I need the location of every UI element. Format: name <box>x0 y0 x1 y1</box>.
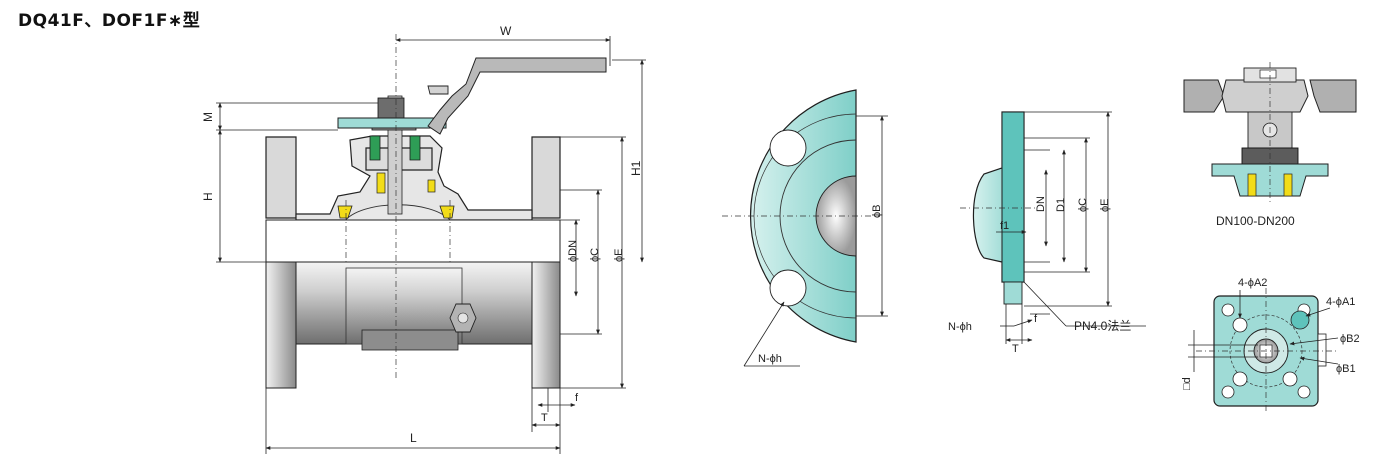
flange-section-holes-label: N-ϕh <box>948 321 972 333</box>
top-detail-caption: DN100-DN200 <box>1216 214 1295 228</box>
pad-a1-label: 4-ϕA1 <box>1326 296 1355 308</box>
stem-nut <box>377 97 405 121</box>
pad-hole-br <box>1297 385 1311 399</box>
flange-section-face <box>1001 111 1025 283</box>
handle-arm <box>427 57 607 135</box>
flange-f1-label: f1 <box>1000 220 1009 232</box>
green-seal <box>369 135 421 161</box>
flange-e-label: ϕE <box>1099 199 1111 213</box>
flange-section-view: DN D1 ϕC ϕE f1 N-ϕh T f PN4.0法兰 <box>948 111 1146 355</box>
handle-plate <box>337 117 447 129</box>
body-section-upper <box>295 135 533 221</box>
dim-t-label: T <box>541 412 548 424</box>
stem-packing-left <box>376 172 386 194</box>
diagram-title: DQ41F、DOF1F∗型 <box>18 11 201 31</box>
left-flange-exterior <box>265 261 297 389</box>
flange-t-label: T <box>1012 343 1019 355</box>
flange-bolt-hole-bottom <box>769 269 807 307</box>
pad-b1-label: ϕB1 <box>1336 363 1356 375</box>
dim-m-label: M <box>201 112 215 122</box>
flange-raised-face <box>779 139 857 293</box>
dim-h-label: H <box>201 192 215 201</box>
mounting-pad-view: 4-ϕA2 4-ϕA1 ϕB2 ϕB1 □d <box>1181 277 1360 414</box>
dim-b-label: ϕB <box>871 205 883 219</box>
flange-c-label: ϕC <box>1077 198 1089 212</box>
dim-h1-label: H1 <box>629 160 643 176</box>
flange-bolt-hole-top <box>769 129 807 167</box>
main-valve-view: W M H H1 ϕDN ϕC ϕE f T L <box>201 24 646 454</box>
left-flange-section <box>265 136 297 219</box>
dim-dn-label: ϕDN <box>567 240 579 262</box>
flange-f-label: f <box>1034 313 1038 325</box>
a1-leader <box>1305 307 1331 317</box>
pad-a2-label: 4-ϕA2 <box>1238 277 1267 289</box>
flange-section-lip <box>1003 281 1023 305</box>
holes2-leader <box>1013 319 1033 327</box>
flange-half-view: ϕB N-ϕh <box>722 89 888 367</box>
seat-left <box>337 205 353 219</box>
pad-hole-bl <box>1221 385 1235 399</box>
dim-f-label: f <box>575 392 579 404</box>
handle-mid <box>1221 79 1309 113</box>
right-flange-exterior <box>531 261 561 389</box>
flange-d1-label: D1 <box>1055 198 1067 212</box>
bolt-head <box>457 312 469 324</box>
pad-hole-a2-1 <box>1232 317 1248 333</box>
stem-packing-right <box>427 179 436 193</box>
dim-w-label: W <box>500 24 512 38</box>
right-flange-section <box>531 136 561 219</box>
top-detail-view: DN100-DN200 <box>1183 62 1357 228</box>
top-packing-left <box>1247 173 1257 197</box>
flange-bolt-circle <box>753 113 857 319</box>
seat-right <box>439 205 455 219</box>
handle-stop <box>427 85 449 95</box>
pad-bolt-tr <box>1290 310 1310 330</box>
flange-pn-label: PN4.0法兰 <box>1074 319 1131 333</box>
flange-holes-label: N-ϕh <box>758 353 782 365</box>
b2-leader <box>1289 337 1339 346</box>
pad-d-label: □d <box>1181 377 1193 390</box>
pad-b2-label: ϕB2 <box>1340 333 1360 345</box>
bore-band <box>265 219 561 263</box>
top-cap-slot <box>1259 69 1277 79</box>
holes-leader <box>743 301 785 367</box>
flange-dn-label: DN <box>1035 196 1047 212</box>
dim-c-label: ϕC <box>589 248 601 262</box>
b1-leader <box>1299 356 1339 365</box>
pn-leader <box>1023 281 1067 327</box>
pad-hole-a2-2 <box>1232 371 1248 387</box>
dim-l-label: L <box>410 431 417 445</box>
pad-hole-a2-3 <box>1282 371 1298 387</box>
handle-cross-section <box>1183 79 1357 113</box>
body-lower-cap <box>361 329 459 351</box>
dim-e-label: ϕE <box>613 249 625 263</box>
pad-key <box>1317 333 1327 367</box>
pad-hole-tl <box>1221 303 1235 317</box>
top-packing-right <box>1283 173 1293 197</box>
